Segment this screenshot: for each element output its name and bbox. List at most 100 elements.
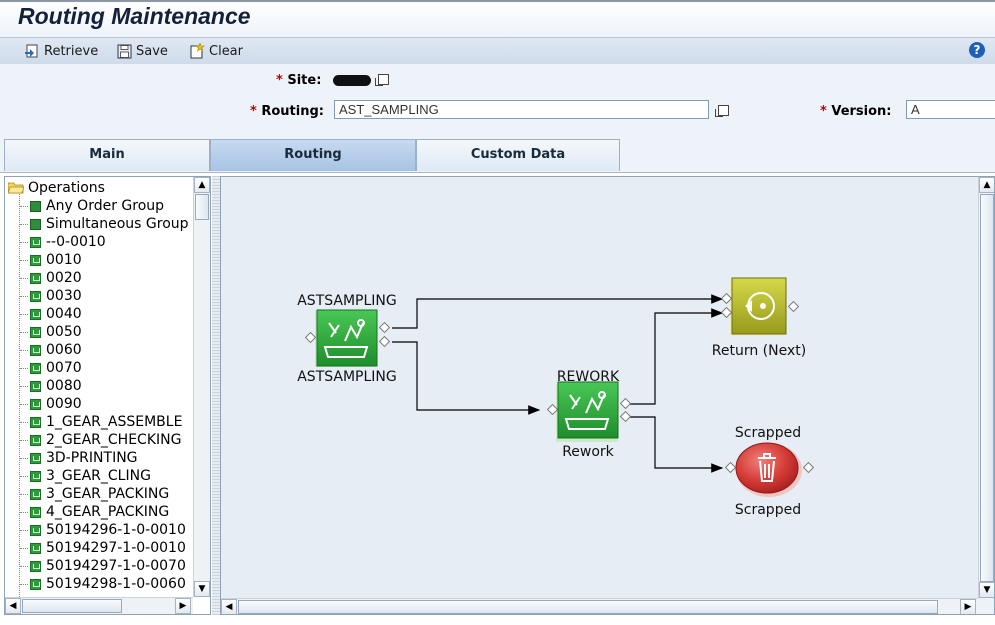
canvas-horizontal-scrollbar[interactable]: ◀ ▶ — [221, 598, 978, 614]
node-return-next[interactable]: Return (Next) — [712, 277, 806, 359]
version-input[interactable]: A — [906, 100, 995, 119]
scroll-up-arrow-icon[interactable]: ▲ — [979, 177, 994, 193]
canvas-vertical-scrollbar[interactable]: ▲ ▼ — [978, 177, 994, 598]
node-rework[interactable]: REWORK Rework — [546, 369, 632, 460]
tree-item-operation[interactable]: 0030 — [30, 287, 82, 305]
retrieve-button[interactable]: Retrieve — [24, 42, 98, 60]
site-value-redacted — [333, 75, 371, 86]
tree-item-group[interactable]: Any Order Group — [30, 197, 164, 215]
node-astsampling-bottom-label: ASTSAMPLING — [297, 369, 397, 385]
required-marker: * — [276, 73, 283, 88]
tree-root-operations[interactable]: Operations — [8, 179, 105, 197]
node-astsampling[interactable]: ASTSAMPLING ASTSAMPLING — [297, 293, 397, 385]
operation-icon — [30, 578, 41, 590]
connector-astsampling-to-return[interactable] — [392, 294, 724, 329]
routing-input[interactable]: AST_SAMPLING — [334, 100, 709, 119]
tree-item-operation[interactable]: 0040 — [30, 305, 82, 323]
version-label: * Version: — [820, 104, 892, 119]
tree-item-operation[interactable]: 50194296-1-0-0010 — [30, 521, 186, 539]
tab-custom-data[interactable]: Custom Data — [416, 139, 620, 171]
tree-item-operation[interactable]: 1_GEAR_ASSEMBLE — [30, 413, 182, 431]
node-rework-top-label: REWORK — [557, 369, 620, 385]
scroll-thumb[interactable] — [22, 599, 122, 613]
node-scrapped-bottom-label: Scrapped — [735, 502, 801, 518]
scroll-right-arrow-icon[interactable]: ▶ — [175, 598, 191, 614]
operation-icon — [30, 326, 41, 338]
tree-item-operation[interactable]: 4_GEAR_PACKING — [30, 503, 169, 521]
operation-icon — [30, 308, 41, 320]
operation-icon — [30, 362, 41, 374]
scroll-thumb[interactable] — [238, 600, 938, 614]
scroll-up-arrow-icon[interactable]: ▲ — [194, 177, 210, 193]
tab-strip: Main Routing Custom Data — [0, 136, 995, 173]
connector-rework-to-return[interactable] — [630, 308, 724, 405]
routing-browse-icon[interactable] — [715, 105, 729, 117]
operation-icon — [564, 391, 610, 430]
tree-item-operation[interactable]: 0010 — [30, 251, 82, 269]
tree-item-operation[interactable]: 0050 — [30, 323, 82, 341]
site-label: * Site: — [276, 73, 321, 88]
tree-item-operation[interactable]: 50194298-1-0-0060 — [30, 575, 186, 593]
tree-item-label: 1_GEAR_ASSEMBLE — [46, 414, 183, 430]
tree-item-operation[interactable]: --0-0010 — [30, 233, 106, 251]
tree-item-label: 50194297-1-0-0070 — [46, 558, 186, 574]
tree-guide-line — [20, 260, 28, 261]
tree-item-operation[interactable]: 50194297-1-0-0010 — [30, 539, 186, 557]
tree-item-operation[interactable]: 0080 — [30, 377, 82, 395]
scroll-down-arrow-icon[interactable]: ▼ — [979, 582, 994, 598]
tree-guide-line — [20, 332, 28, 333]
site-label-text: Site: — [287, 73, 322, 88]
site-browse-icon[interactable] — [375, 74, 389, 86]
routing-diagram-canvas[interactable]: ASTSAMPLING ASTSAMPLING REWORK — [220, 176, 995, 615]
tab-routing[interactable]: Routing — [210, 139, 416, 171]
tree-item-operation[interactable]: 0060 — [30, 341, 82, 359]
connector-rework-to-scrapped[interactable] — [630, 416, 724, 473]
window-top-border — [0, 0, 995, 2]
operation-icon — [30, 398, 41, 410]
save-button[interactable]: Save — [117, 42, 168, 60]
panel-splitter[interactable] — [212, 176, 220, 615]
tree-vertical-scrollbar[interactable]: ▲ ▼ — [193, 177, 210, 597]
operation-icon — [30, 452, 41, 464]
tree-item-group[interactable]: Simultaneous Group — [30, 215, 189, 233]
tree-item-label: 3_GEAR_PACKING — [46, 486, 170, 502]
tree-guide-line — [20, 224, 28, 225]
version-label-text: Version: — [831, 104, 892, 119]
tree-item-label: 50194296-1-0-0010 — [46, 522, 186, 538]
tree-item-label: 4_GEAR_PACKING — [46, 504, 170, 520]
scroll-thumb[interactable] — [980, 194, 994, 582]
tree-item-label: 0050 — [46, 324, 82, 340]
tree-item-label: 0080 — [46, 378, 82, 394]
clear-button[interactable]: Clear — [189, 42, 243, 60]
tree-item-operation[interactable]: 3_GEAR_PACKING — [30, 485, 169, 503]
tree-item-operation[interactable]: 2_GEAR_CHECKING — [30, 431, 181, 449]
tab-main[interactable]: Main — [4, 139, 210, 171]
tree-item-operation[interactable]: 0090 — [30, 395, 82, 413]
routing-form: * Site: * Routing: AST_SAMPLING * Versio… — [0, 64, 995, 136]
operation-icon — [30, 290, 41, 302]
node-astsampling-top-label: ASTSAMPLING — [297, 293, 397, 309]
node-rework-bottom-label: Rework — [562, 444, 614, 460]
tree-item-operation[interactable]: 0020 — [30, 269, 82, 287]
help-icon[interactable]: ? — [969, 42, 985, 58]
routing-diagram: ASTSAMPLING ASTSAMPLING REWORK — [297, 277, 815, 518]
scroll-down-arrow-icon[interactable]: ▼ — [194, 581, 210, 597]
scroll-right-arrow-icon[interactable]: ▶ — [960, 599, 976, 614]
tree-item-label: 0060 — [46, 342, 82, 358]
scroll-left-arrow-icon[interactable]: ◀ — [5, 598, 21, 614]
tree-item-operation[interactable]: 50194297-1-0-0070 — [30, 557, 186, 575]
tree-item-operation[interactable]: 3D-PRINTING — [30, 449, 138, 467]
tree-item-label: 3_GEAR_CLING — [46, 468, 151, 484]
tree-horizontal-scrollbar[interactable]: ◀ ▶ — [5, 597, 193, 614]
tree-guide-line — [20, 566, 28, 567]
scroll-thumb[interactable] — [195, 194, 209, 220]
scroll-left-arrow-icon[interactable]: ◀ — [221, 599, 237, 614]
node-scrapped[interactable]: Scrapped Scrapped — [724, 425, 815, 518]
tree-item-operation[interactable]: 0070 — [30, 359, 82, 377]
connector-astsampling-to-rework[interactable] — [392, 341, 541, 415]
clear-label: Clear — [209, 43, 243, 59]
save-label: Save — [136, 43, 168, 59]
tree-item-operation[interactable]: 3_GEAR_CLING — [30, 467, 151, 485]
